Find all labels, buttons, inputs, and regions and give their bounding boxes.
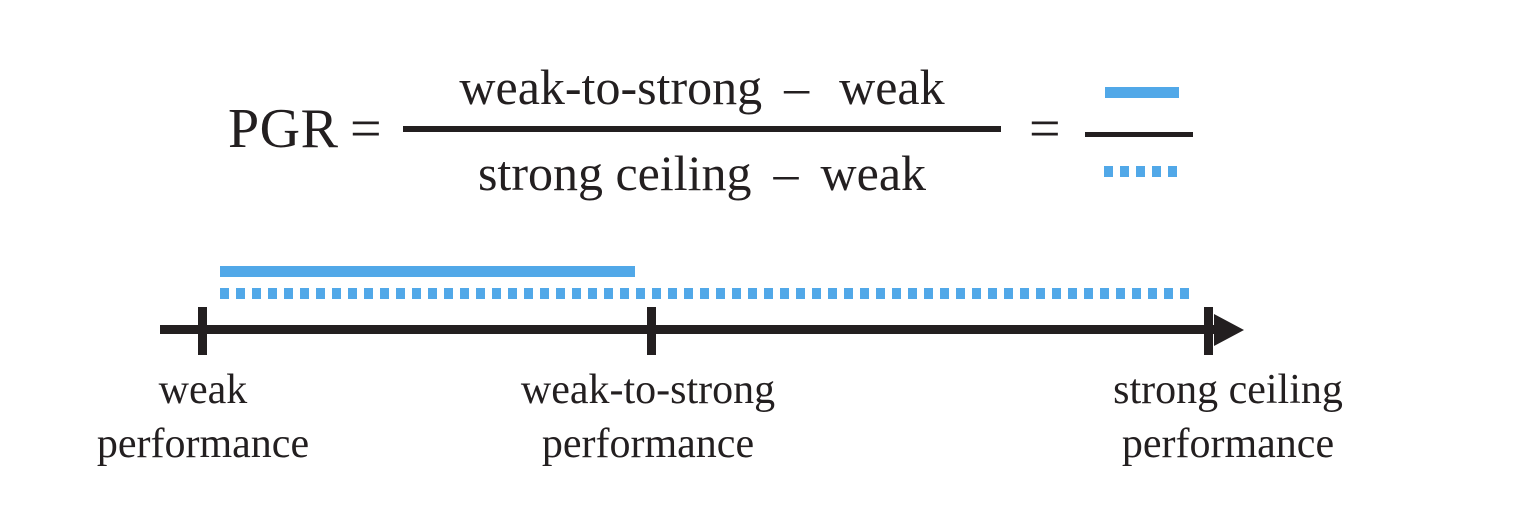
legend-solid-bar-icon bbox=[1105, 87, 1179, 98]
denominator-left-term: strong ceiling bbox=[477, 145, 752, 201]
axis-line bbox=[160, 325, 1220, 334]
pgr-label: PGR bbox=[228, 98, 339, 160]
performance-number-line: weak performance weak-to-strong performa… bbox=[0, 230, 1538, 516]
numerator-operator: – bbox=[784, 59, 810, 115]
strong-ceiling-gap-bar bbox=[220, 288, 1190, 299]
numerator-left-term: weak-to-strong bbox=[459, 59, 763, 115]
tick-weak-to-strong bbox=[647, 307, 656, 355]
axis-arrowhead-icon bbox=[1214, 314, 1244, 346]
numerator-right-term: weak bbox=[839, 59, 945, 115]
denominator-right-term: weak bbox=[820, 145, 927, 201]
axis-label-weak-line2: performance bbox=[96, 420, 310, 467]
axis-label-strong-ceiling-line1: strong ceiling bbox=[1113, 367, 1343, 413]
pgr-numerator: weak-to-strong–weak bbox=[403, 62, 1001, 126]
tick-weak bbox=[198, 307, 207, 355]
axis-label-weak-to-strong: weak-to-strong performance bbox=[521, 364, 775, 472]
axis-label-weak-to-strong-line2: performance bbox=[541, 420, 755, 467]
axis-label-strong-ceiling-line2: performance bbox=[1121, 420, 1335, 467]
axis-label-weak-to-strong-line1: weak-to-strong bbox=[520, 367, 776, 413]
legend-dotted-bar-icon bbox=[1104, 166, 1180, 177]
tick-strong-ceiling bbox=[1204, 307, 1213, 355]
axis-label-strong-ceiling: strong ceiling performance bbox=[1113, 364, 1343, 472]
axis-label-weak: weak performance bbox=[97, 364, 309, 472]
pgr-main-fraction: weak-to-strong–weak strong ceiling–weak bbox=[403, 62, 1001, 198]
weak-to-strong-gain-bar bbox=[220, 266, 635, 277]
denominator-operator: – bbox=[773, 145, 799, 201]
equals-sign-primary: = bbox=[350, 98, 382, 160]
axis-label-weak-line1: weak bbox=[158, 367, 248, 413]
equals-sign-secondary: = bbox=[1029, 98, 1061, 160]
legend-fraction-rule bbox=[1085, 132, 1193, 137]
pgr-denominator: strong ceiling–weak bbox=[403, 132, 1001, 198]
main-fraction-rule bbox=[403, 126, 1001, 132]
pgr-formula: PGR = weak-to-strong–weak strong ceiling… bbox=[0, 0, 1538, 230]
